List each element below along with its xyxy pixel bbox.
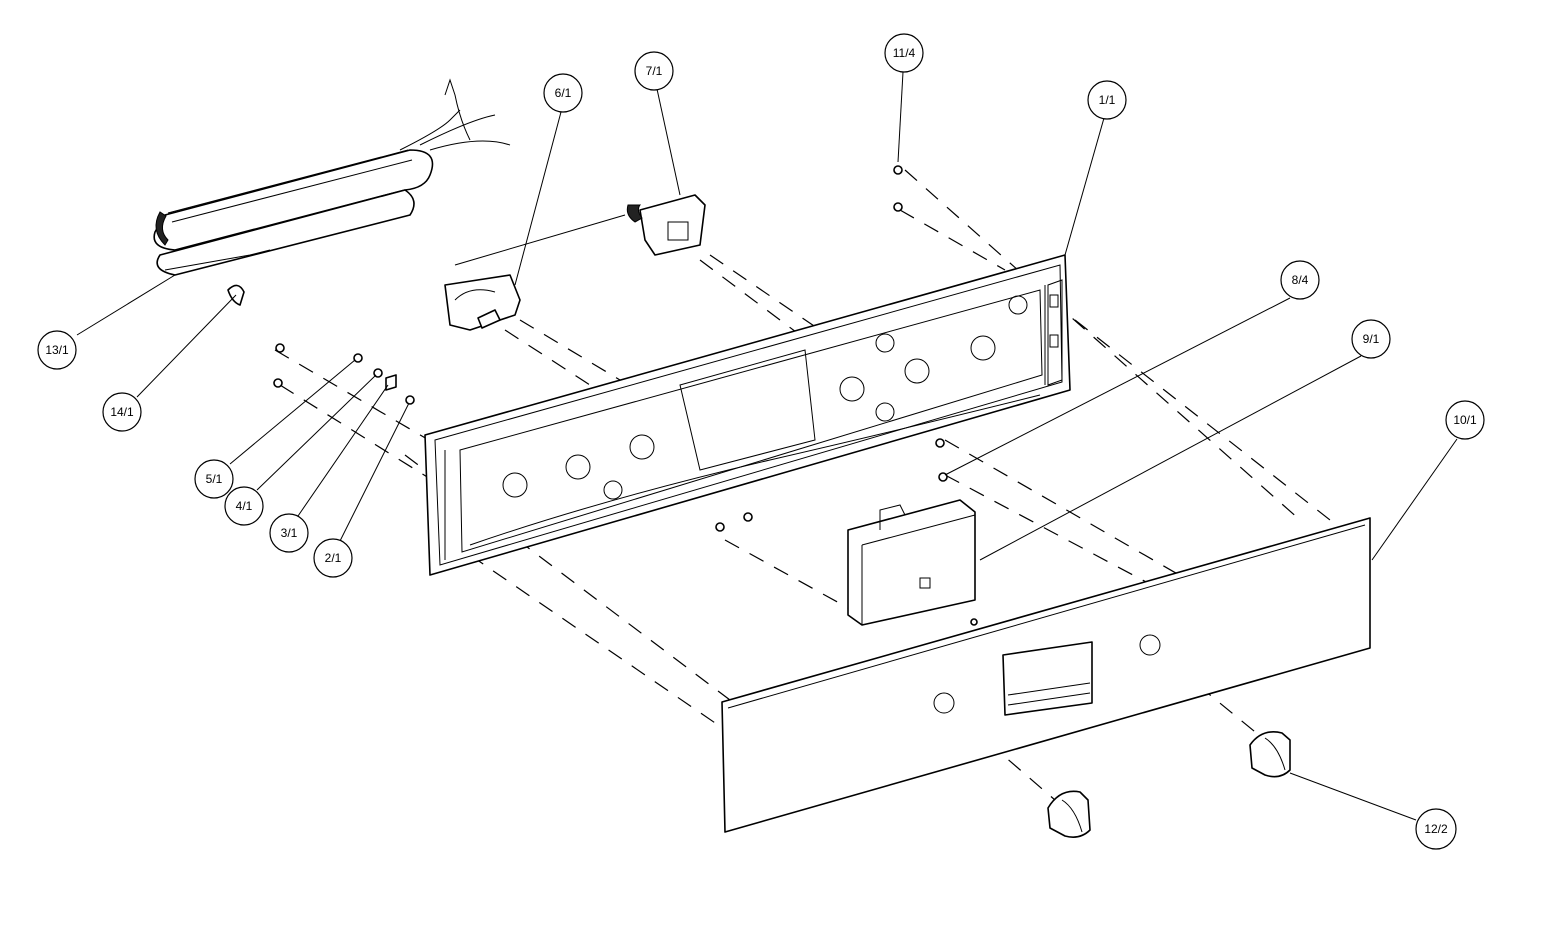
callout-4-1: 4/1 (224, 486, 264, 526)
callout-label: 13/1 (45, 343, 69, 357)
callout-label: 8/4 (1292, 273, 1309, 287)
callout-8-4: 8/4 (1280, 260, 1320, 300)
callout-13-1: 13/1 (37, 330, 77, 370)
callout-label: 7/1 (646, 64, 663, 78)
callout-2-1: 2/1 (313, 538, 353, 578)
callout-label: 3/1 (281, 526, 298, 540)
callout-7-1: 7/1 (634, 51, 674, 91)
callout-label: 9/1 (1363, 332, 1380, 346)
callout-14-1: 14/1 (102, 392, 142, 432)
selector-switch (626, 194, 706, 256)
callout-label: 10/1 (1453, 413, 1477, 427)
display-module (847, 499, 976, 626)
callout-12-2: 12/2 (1415, 808, 1457, 850)
callout-label: 14/1 (110, 405, 134, 419)
callout-6-1: 6/1 (543, 73, 583, 113)
callout-label: 1/1 (1099, 93, 1116, 107)
callout-1-1: 1/1 (1087, 80, 1127, 120)
callout-label: 2/1 (325, 551, 342, 565)
screws (273, 165, 948, 532)
callout-label: 12/2 (1424, 822, 1448, 836)
callout-label: 11/4 (893, 46, 916, 60)
callout-9-1: 9/1 (1351, 319, 1391, 359)
control-knobs (1047, 731, 1291, 838)
thermostat (444, 214, 626, 331)
leader-lines (76, 71, 1458, 821)
callout-3-1: 3/1 (269, 513, 309, 553)
callout-label: 6/1 (555, 86, 572, 100)
callout-5-1: 5/1 (194, 459, 234, 499)
callout-10-1: 10/1 (1445, 400, 1485, 440)
callout-label: 5/1 (206, 472, 223, 486)
callout-label: 4/1 (236, 499, 253, 513)
callout-11-4: 11/4 (884, 33, 924, 73)
heater-tube-assembly (153, 78, 511, 276)
control-panel-frame (424, 254, 1071, 576)
front-control-panel (721, 517, 1371, 833)
